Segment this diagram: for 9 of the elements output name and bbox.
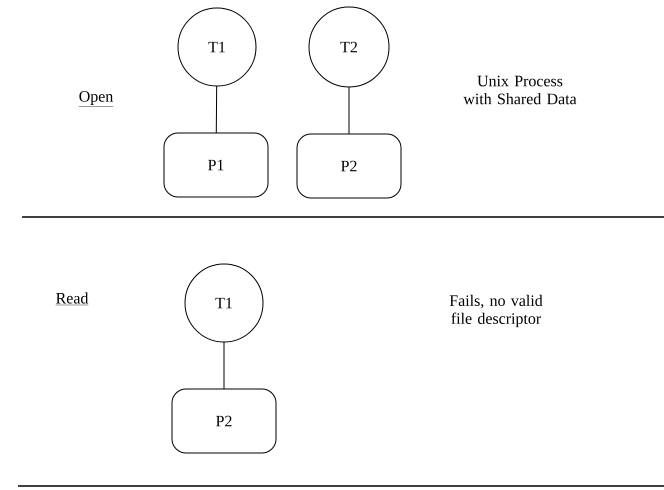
process-box: P2 [172,388,276,454]
note-text: Fails, no valid file descriptor [450,294,543,328]
note-text: Unix Process with Shared Data [463,76,576,104]
step-label: Open [78,91,114,107]
step-label: Read [55,292,89,306]
process-box: P1 [164,132,268,198]
connector-line [216,86,218,133]
connector-line [348,87,350,134]
process-box: P2 [296,134,402,198]
